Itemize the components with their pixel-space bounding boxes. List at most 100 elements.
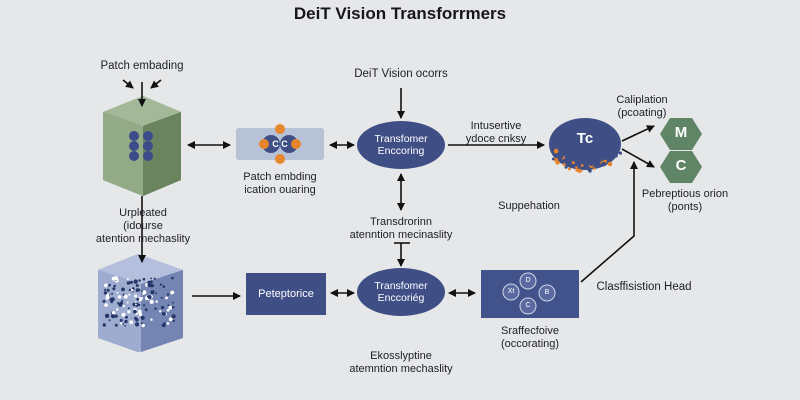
attention-dot — [109, 297, 114, 302]
tc-dot — [587, 167, 592, 172]
encoder-bottom-line2: Enccoriég — [377, 292, 425, 304]
sraffe-line1: Sraffecfoive — [501, 325, 559, 337]
attention-dot — [141, 322, 143, 325]
supp-label: Suppehation — [498, 200, 560, 212]
classification-head-label: Clasffisistion Head — [596, 281, 692, 293]
attention-dot — [106, 288, 110, 292]
attention-dot — [135, 288, 140, 292]
patch-cube-label-line1: Urpleated — [119, 207, 167, 219]
patch-token-stack — [129, 131, 153, 161]
attention-dot — [103, 291, 108, 295]
hex-c-label: C — [675, 157, 687, 174]
attention-dot — [124, 325, 127, 327]
tc-dot — [562, 163, 566, 166]
attention-dot — [159, 283, 162, 286]
sraffe-line2: (occorating) — [500, 338, 560, 350]
tc-dot — [554, 149, 559, 154]
tc-dot — [558, 154, 564, 159]
attention-dot — [135, 303, 137, 306]
tc-dot — [555, 160, 560, 165]
connectors — [122, 79, 655, 300]
attention-dot — [147, 295, 152, 299]
tc-dot — [592, 167, 596, 170]
attention-dot — [126, 301, 129, 304]
attention-dot — [147, 282, 152, 288]
attention-dot — [150, 290, 155, 295]
attention-dot — [126, 278, 129, 281]
attention-dot — [104, 313, 110, 318]
top-center-label: DeiT Vision ocorrs — [354, 68, 448, 80]
attention-dot — [108, 319, 111, 322]
attention-dot — [162, 285, 166, 288]
tc-dot — [576, 163, 580, 167]
tc-dot — [563, 159, 568, 164]
attention-dot — [102, 299, 106, 303]
cls-node-left: Xt — [507, 288, 515, 295]
tc-dot — [607, 161, 613, 167]
embedding-caption-line1: Patch embding — [243, 171, 317, 183]
attention-dot — [138, 279, 141, 282]
attention-dot — [113, 284, 116, 288]
attention-dot — [137, 309, 142, 314]
mid-center-label: Transdrorinn atenntion mecinaslity — [330, 216, 472, 242]
tc-cluster — [549, 118, 623, 173]
encoder-top-label: Transfomer Enccoring — [360, 133, 442, 157]
attention-dot — [143, 304, 146, 307]
peptorice-label: Peteptorice — [258, 288, 314, 300]
calibration-label: Caliplation (pcoating) — [592, 94, 692, 120]
encoder-bottom — [357, 268, 445, 316]
attention-dot — [116, 308, 119, 311]
attention-dot — [111, 311, 116, 315]
attention-dot — [134, 322, 140, 327]
tc-dot — [584, 166, 587, 170]
hex-m-label: M — [674, 124, 688, 141]
attention-dot — [138, 297, 143, 302]
embedding-caption: Patch embding ication ouaring — [228, 171, 332, 197]
attention-dot — [118, 303, 123, 307]
cls-node-bottom: C — [525, 302, 531, 309]
attention-dot — [161, 305, 165, 310]
attention-dot — [106, 293, 110, 297]
attention-dot — [122, 305, 125, 308]
attention-dot — [103, 288, 107, 291]
attention-dot — [119, 318, 123, 322]
attention-dot — [142, 290, 147, 295]
attention-dot — [124, 319, 128, 324]
patch-cube-top — [103, 96, 181, 196]
attention-dot — [154, 307, 157, 310]
tc-dot — [580, 164, 584, 167]
cls-node-top: D — [525, 277, 531, 284]
attention-dot — [110, 314, 116, 319]
attention-dot — [166, 293, 170, 296]
mid-center-line2: atenntion mecinaslity — [349, 229, 453, 241]
embedding-letters: C C — [272, 139, 288, 149]
attention-cube — [98, 254, 183, 352]
attention-dot — [171, 305, 175, 309]
tc-label: Tc — [576, 130, 594, 147]
attention-dot — [108, 284, 111, 287]
attention-dot — [111, 292, 114, 295]
attention-dot — [126, 281, 131, 285]
pebreptious-label: Pebreptious orion (ponts) — [626, 188, 744, 214]
attention-dots — [102, 276, 176, 328]
attention-dot — [102, 323, 107, 327]
attention-dot — [167, 304, 170, 307]
attention-dot — [121, 299, 124, 302]
peptorice-box — [246, 273, 326, 315]
attention-dot — [121, 312, 126, 317]
patch-cube-label-line3: atention mechaslity — [95, 233, 191, 245]
attention-dot — [155, 300, 158, 303]
attention-dot — [166, 308, 170, 312]
pebreptious-line1: Pebreptious orion — [641, 188, 729, 200]
encoder-bottom-line1: Transfomer — [374, 280, 428, 292]
attention-dot — [163, 322, 166, 326]
attention-dot — [136, 297, 140, 301]
attention-dot — [150, 318, 153, 321]
attention-dot — [162, 312, 166, 316]
attention-dot — [165, 296, 168, 300]
encoder-top-line1: Transfomer — [374, 133, 428, 145]
calibration-line1: Caliplation — [616, 94, 668, 106]
attention-dot — [130, 288, 134, 292]
attention-dot — [122, 323, 125, 325]
attention-dot — [128, 293, 131, 296]
